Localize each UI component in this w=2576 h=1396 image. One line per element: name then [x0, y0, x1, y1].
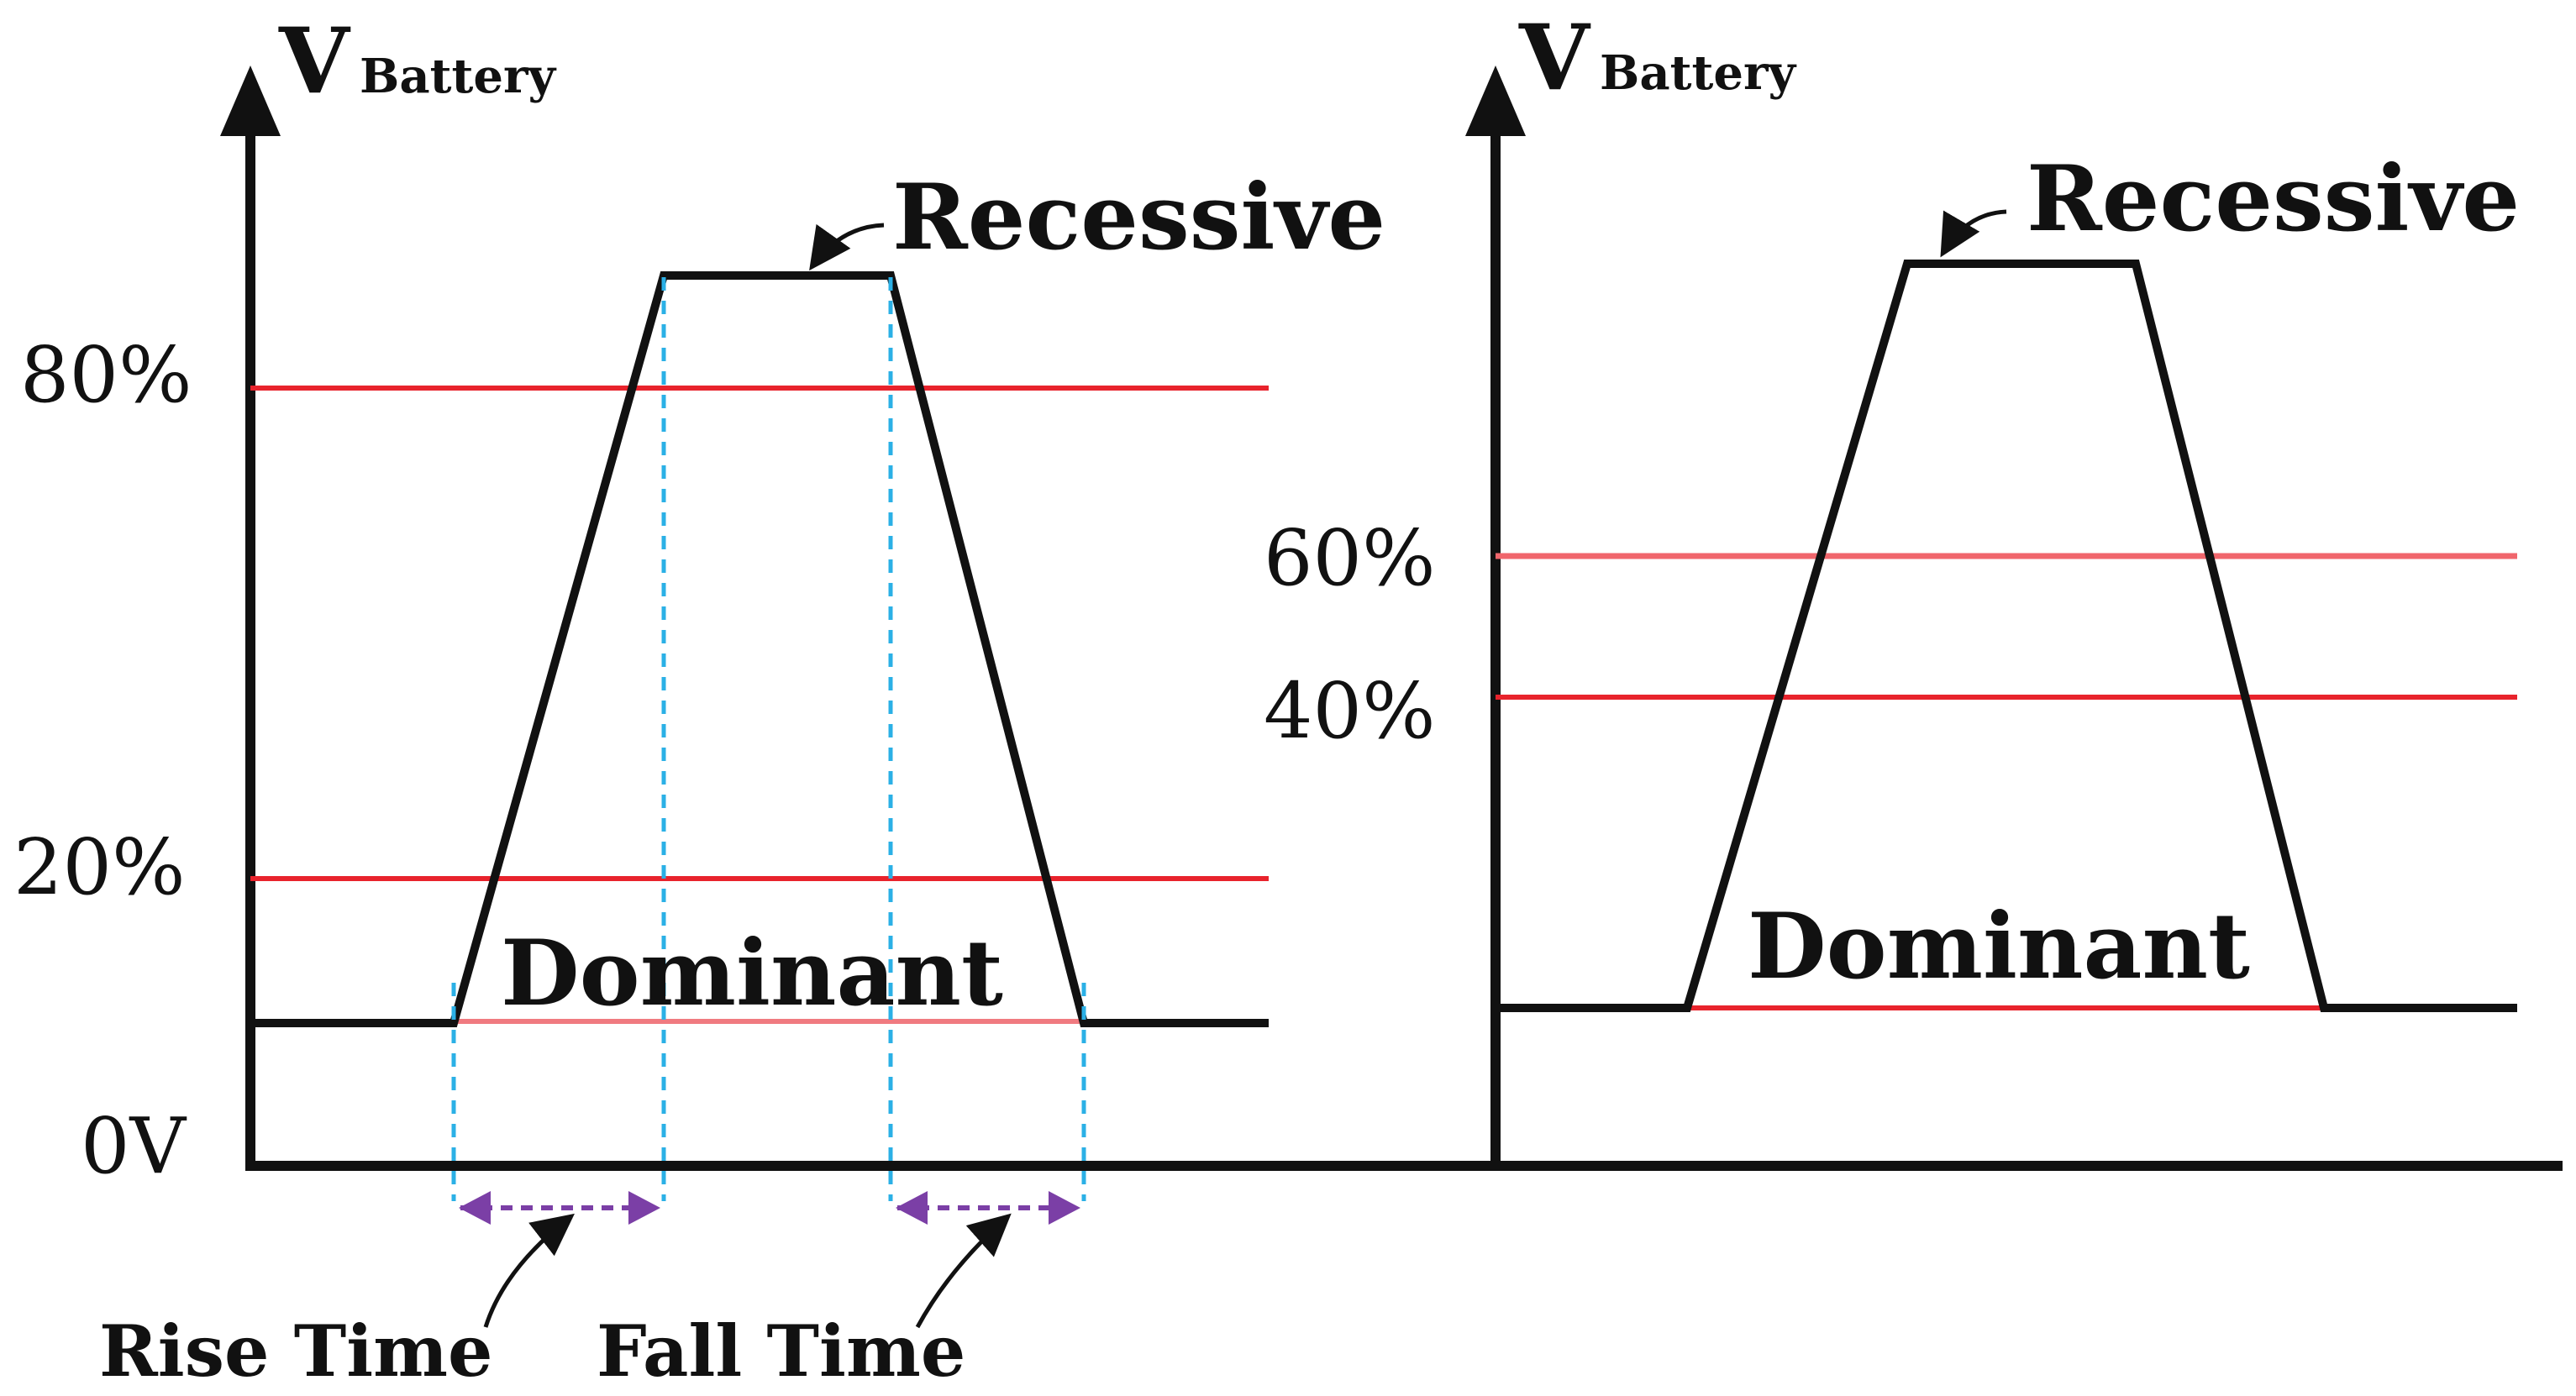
left-panel: V Battery 80% 20% 0V Recessive Dominant … [13, 8, 2563, 1393]
rise-arrow-right-icon [628, 1191, 660, 1225]
left-label-20: 20% [13, 822, 185, 912]
rise-time-callout-arrow-icon [483, 1213, 575, 1328]
right-axis-label-v: V [1518, 5, 1591, 111]
fall-arrow-right-icon [1049, 1191, 1080, 1225]
right-recessive-label: Recessive [2027, 146, 2520, 252]
left-label-0v: 0V [81, 1101, 187, 1191]
fall-time-arrow [896, 1191, 1080, 1225]
fall-time-label: Fall Time [597, 1309, 965, 1393]
left-timing-guides [451, 277, 1086, 1201]
right-panel: V Battery 60% 40% Recessive Dominant [1264, 5, 2520, 1168]
fall-arrow-left-icon [896, 1191, 928, 1225]
rise-arrow-left-icon [459, 1191, 491, 1225]
left-recessive-label: Recessive [892, 165, 1385, 270]
right-recessive-callout-arrow-icon [1940, 209, 2007, 258]
rise-time-arrow [459, 1191, 660, 1225]
rise-time-label: Rise Time [99, 1309, 492, 1393]
right-label-40: 40% [1264, 666, 1435, 756]
left-dominant-label: Dominant [501, 921, 1003, 1026]
right-signal-waveform [1496, 260, 2517, 1012]
left-label-80: 80% [20, 330, 192, 420]
right-y-axis-arrow-icon [1465, 66, 1526, 136]
right-dominant-label: Dominant [1748, 894, 2250, 1000]
right-label-60: 60% [1264, 513, 1435, 603]
left-recessive-callout-arrow-icon [809, 223, 885, 271]
left-signal-waveform [250, 271, 1269, 1027]
right-axis-label-battery: Battery [1600, 45, 1796, 101]
left-axis-label-v: V [278, 8, 351, 114]
left-y-axis-arrow-icon [220, 66, 281, 136]
fall-time-callout-arrow-icon [915, 1213, 1012, 1329]
left-axis-label-battery: Battery [360, 49, 556, 104]
